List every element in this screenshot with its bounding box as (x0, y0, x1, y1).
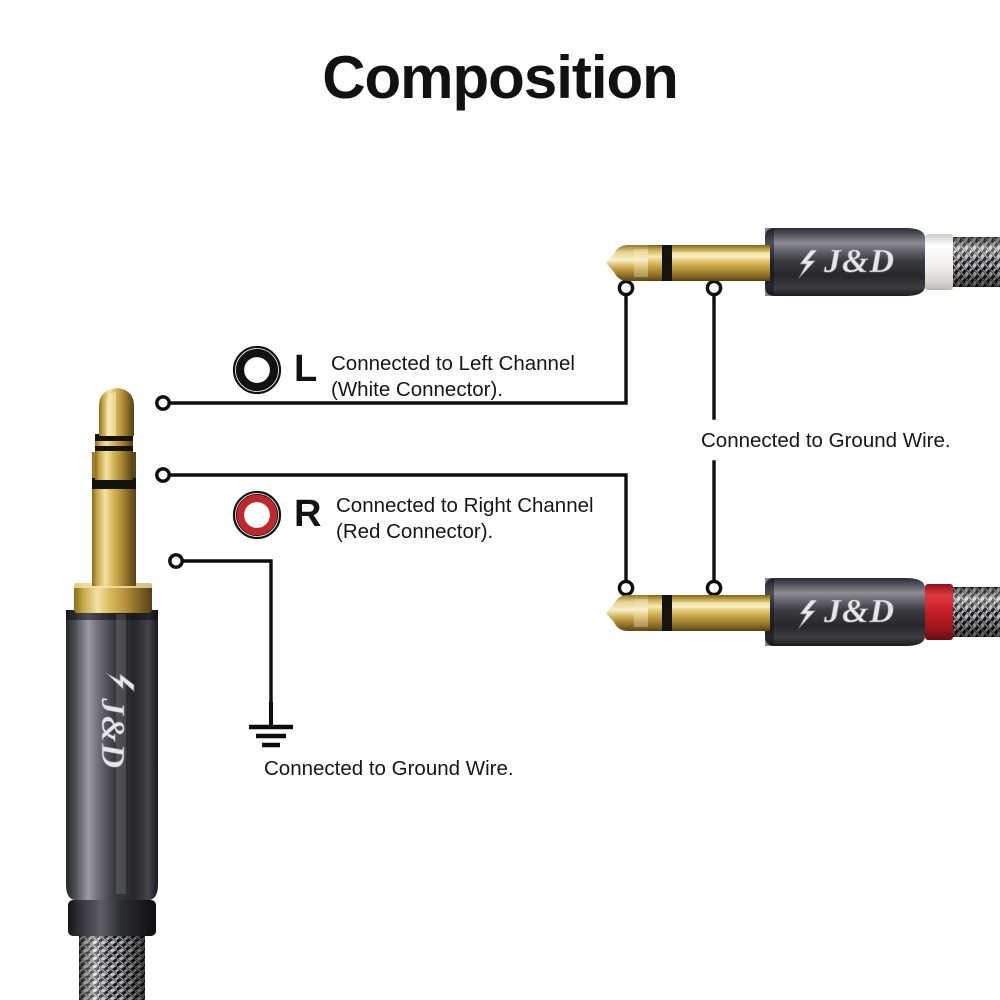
page-title: Composition (322, 44, 679, 111)
trs-insulator-1b (95, 446, 133, 451)
trs-gold-flange (74, 583, 152, 613)
ts-635mm-plug-bottom: J&D (606, 578, 1000, 646)
legend-ground-right-label: Connected to Ground Wire. (701, 429, 951, 452)
lightning-bolt-icon (798, 599, 819, 629)
legend-right-line2: (Red Connector). (336, 520, 494, 543)
callout-nodes (155, 279, 723, 597)
ts-top-white-ring (925, 234, 953, 290)
node-ts-bottom-sleeve (705, 579, 723, 597)
callout-lines (161, 291, 716, 714)
node-trs-sleeve (168, 553, 184, 569)
ts-top-tip (606, 245, 648, 281)
ts-top-barrel (765, 228, 925, 296)
ts-top-insulator (662, 245, 672, 281)
legend-right-line1: Connected to Right Channel (336, 494, 594, 517)
trs-strain-relief (68, 900, 156, 936)
legend-right-letter: R (294, 493, 322, 535)
node-trs-tip (155, 395, 171, 411)
node-trs-ring (155, 467, 171, 483)
ts-bottom-barrel (765, 578, 925, 646)
node-ts-bottom-tip (617, 579, 635, 597)
trs-35mm-plug: J&D (66, 388, 158, 1000)
ts-top-brand-logo: J&D (798, 243, 895, 280)
lightning-bolt-icon (798, 249, 819, 279)
legend-left-line2: (White Connector). (331, 378, 504, 401)
ts-bottom-red-ring (925, 584, 953, 640)
svg-text:J&D: J&D (823, 593, 895, 630)
ts-635mm-plug-top: J&D (606, 228, 1000, 296)
red-rca-connector-icon (232, 490, 282, 540)
white-rca-connector-icon (232, 345, 282, 395)
ts-bottom-brand-logo: J&D (798, 593, 895, 630)
ts-bottom-insulator (662, 595, 672, 631)
svg-text:J&D: J&D (94, 697, 131, 769)
legend-left-line1: Connected to Left Channel (331, 352, 575, 375)
lightning-bolt-icon (105, 672, 135, 693)
ts-top-braided-cable (948, 237, 1000, 287)
node-ts-top-tip (617, 279, 635, 297)
trs-barrel (66, 610, 158, 900)
ts-bottom-braided-cable (948, 587, 1000, 637)
trs-insulator-2 (92, 478, 136, 489)
trs-insulator-1a (95, 434, 133, 441)
svg-text:J&D: J&D (823, 243, 895, 280)
legend-ground-left-label: Connected to Ground Wire. (264, 757, 514, 780)
node-ts-top-sleeve (705, 279, 723, 297)
trs-brand-logo: J&D (94, 672, 135, 769)
ts-bottom-tip (606, 595, 648, 631)
trs-tip (99, 388, 134, 436)
legend-left-letter: L (294, 348, 318, 390)
ground-symbol-icon (249, 702, 293, 748)
